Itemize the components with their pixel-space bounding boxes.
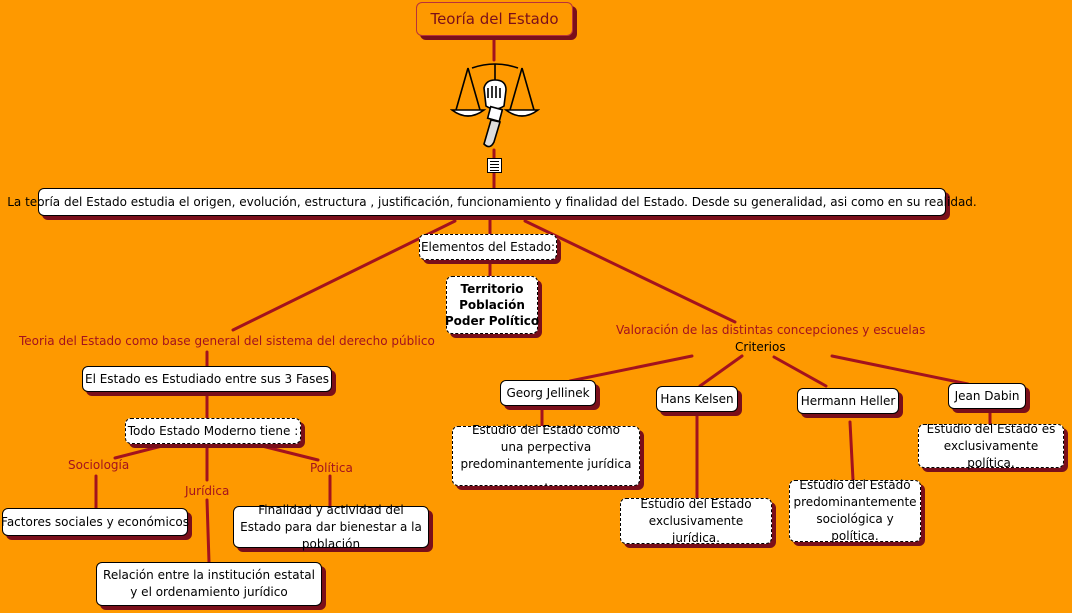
heller-text: Hermann Heller [800, 393, 896, 408]
finalidad-node[interactable]: Finalidad y actividad del Estado para da… [233, 503, 429, 551]
valoracion-label: Valoración de las distintas concepciones… [616, 323, 926, 337]
elementos-node[interactable]: Elementos del Estado: [419, 234, 557, 260]
scales-of-justice-icon [450, 63, 540, 148]
document-icon[interactable] [487, 158, 502, 173]
heller-desc-node[interactable]: Estudio del Estado predominantemente soc… [789, 478, 921, 543]
factores-node[interactable]: Factores sociales y económicos [1, 508, 189, 536]
kelsen-desc-text: Estudio del Estado exclusivamente jurídi… [640, 496, 752, 545]
jellinek-desc-node[interactable]: Estudio del Estado como una perpectiva p… [452, 423, 640, 488]
jellinek-desc-text: Estudio del Estado como una perpectiva p… [460, 423, 632, 488]
factores-text: Factores sociales y económicos [1, 514, 189, 529]
juridica-label: Jurídica [185, 484, 230, 498]
dabin-desc-node[interactable]: Estudio del Estado es exclusivamente pol… [918, 422, 1064, 470]
kelsen-desc-node[interactable]: Estudio del Estado exclusivamente jurídi… [620, 496, 772, 545]
definition-node[interactable]: La teoría del Estado estudia el origen, … [7, 188, 977, 216]
relacion-text: Relación entre la institución estatal y … [103, 568, 315, 599]
dabin-node[interactable]: Jean Dabin [948, 383, 1026, 409]
page-title-text: Teoría del Estado [430, 10, 559, 28]
elementos-text: Elementos del Estado: [420, 239, 556, 254]
heller-desc-text: Estudio del Estado predominantemente soc… [793, 478, 917, 543]
kelsen-node[interactable]: Hans Kelsen [656, 386, 738, 412]
elementos-list-node[interactable]: Territorio Población Poder Político [444, 276, 540, 334]
elemento-poder-politico: Poder Político [444, 314, 540, 328]
kelsen-text: Hans Kelsen [660, 391, 734, 406]
criterios-label: Criterios [735, 340, 786, 354]
finalidad-text: Finalidad y actividad del Estado para da… [240, 502, 422, 551]
elemento-poblacion: Población [459, 298, 525, 312]
page-title: Teoría del Estado [416, 2, 573, 36]
moderno-text: Todo Estado Moderno tiene : [127, 423, 299, 438]
moderno-node[interactable]: Todo Estado Moderno tiene : [125, 418, 301, 444]
heller-node[interactable]: Hermann Heller [797, 388, 899, 414]
fases-node[interactable]: El Estado es Estudiado entre sus 3 Fases [82, 366, 332, 392]
elemento-territorio: Territorio [460, 282, 524, 296]
dabin-desc-text: Estudio del Estado es exclusivamente pol… [926, 421, 1056, 470]
jellinek-node[interactable]: Georg Jellinek [500, 380, 596, 406]
base-general-label: Teoria del Estado como base general del … [19, 334, 435, 348]
relacion-node[interactable]: Relación entre la institución estatal y … [96, 562, 322, 606]
dabin-text: Jean Dabin [954, 388, 1020, 403]
sociologia-label: Sociología [68, 458, 130, 472]
jellinek-text: Georg Jellinek [506, 385, 590, 400]
fases-text: El Estado es Estudiado entre sus 3 Fases [84, 371, 330, 386]
politica-label: Política [310, 461, 353, 475]
definition-text: La teoría del Estado estudia el origen, … [7, 194, 977, 209]
